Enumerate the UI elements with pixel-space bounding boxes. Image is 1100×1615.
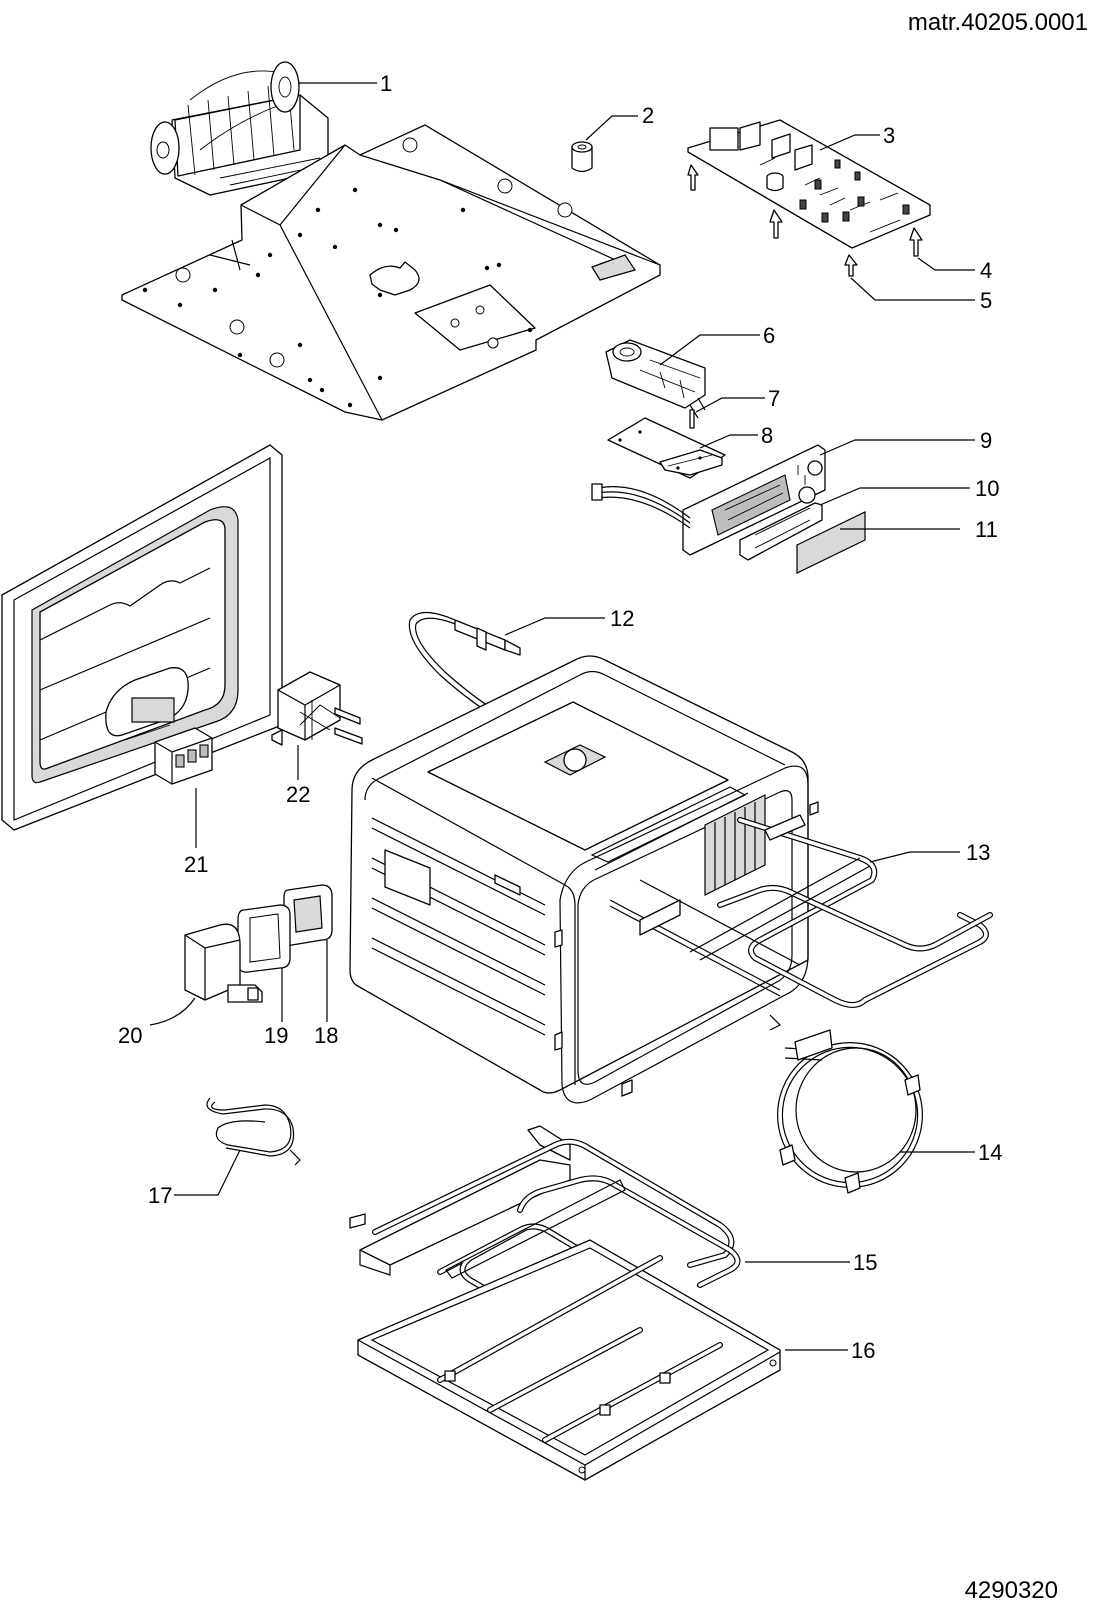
callout-11: 11 — [975, 517, 998, 542]
top-cover-panel — [121, 124, 661, 421]
callout-13: 13 — [966, 840, 990, 865]
callout-7: 7 — [768, 386, 780, 411]
tangential-fan: 1 — [150, 61, 392, 196]
drawing-number: 4290320 — [965, 1577, 1058, 1604]
callout-5: 5 — [980, 288, 992, 313]
interface-board: 8 — [607, 417, 773, 479]
panel-screw-holes — [142, 187, 533, 408]
callout-20: 20 — [118, 1023, 142, 1048]
wiring-harness: 17 — [148, 1097, 301, 1208]
callout-16: 16 — [851, 1338, 875, 1363]
callout-3: 3 — [883, 123, 895, 148]
fan-motor: 22 — [271, 671, 363, 807]
bottom-tray: 16 — [357, 1239, 875, 1481]
board-components — [799, 159, 910, 223]
callout-22: 22 — [286, 782, 310, 807]
oven-door-panel — [1, 444, 283, 831]
oven-cavity — [349, 655, 819, 1104]
lamp-housing: 20 — [118, 923, 263, 1048]
spacer-bushing: 2 — [571, 103, 654, 173]
callout-14: 14 — [978, 1140, 1002, 1165]
callout-18: 18 — [314, 1023, 338, 1048]
control-panel-film: 11 — [796, 511, 998, 574]
callout-21: 21 — [184, 852, 208, 877]
terminal-block: 21 — [154, 727, 213, 877]
material-code: matr.40205.0001 — [908, 9, 1088, 36]
lamp-glass: 18 — [283, 884, 338, 1048]
display-board: 9 — [591, 428, 992, 556]
callout-19: 19 — [264, 1023, 288, 1048]
callout-10: 10 — [975, 476, 999, 501]
callout-2: 2 — [642, 103, 654, 128]
callout-17: 17 — [148, 1183, 172, 1208]
display-bracket: 10 — [739, 476, 999, 561]
main-control-board: 3 — [687, 119, 931, 249]
callout-9: 9 — [980, 428, 992, 453]
callout-15: 15 — [853, 1250, 877, 1275]
callout-4: 4 — [980, 258, 992, 283]
circular-heating-element: 14 — [777, 1029, 1002, 1194]
board-support-pins: 4 5 — [687, 164, 992, 313]
lamp-gasket: 19 — [237, 904, 291, 1048]
callout-6: 6 — [763, 323, 775, 348]
callout-12: 12 — [610, 606, 634, 631]
callout-8: 8 — [761, 423, 773, 448]
callout-1: 1 — [380, 71, 392, 96]
selector-switch-assembly: 6 7 — [605, 323, 780, 429]
top-heating-element: 13 — [609, 814, 993, 1031]
